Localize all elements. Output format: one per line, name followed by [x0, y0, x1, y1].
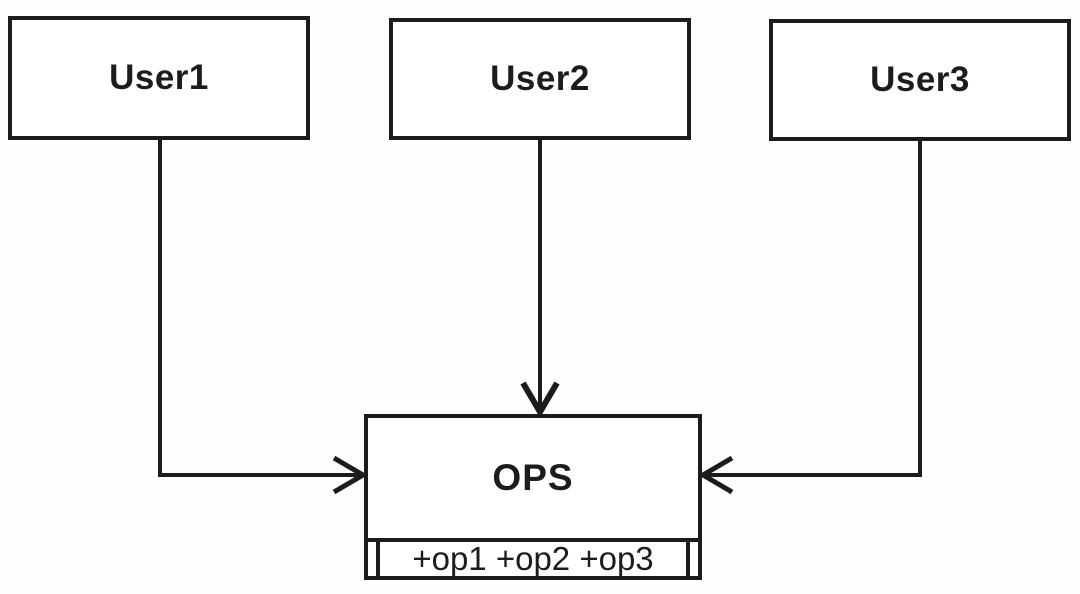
connector-user1-ops: [158, 138, 368, 495]
user1-node: User1: [8, 16, 310, 140]
user3-node: User3: [769, 19, 1071, 141]
arrowhead-down-icon: [520, 381, 560, 418]
arrowhead-left-icon: [698, 455, 734, 495]
connector-user2-ops: [520, 138, 560, 418]
user1-label: User1: [109, 58, 209, 97]
ops-label: OPS: [492, 457, 574, 498]
user2-node: User2: [389, 18, 691, 140]
user3-label: User3: [870, 60, 970, 99]
user2-label: User2: [490, 59, 590, 98]
ops-operations-innerbox: +op1 +op2 +op3: [376, 542, 690, 576]
arrowhead-right-icon: [332, 455, 368, 495]
ops-node: OPS +op1 +op2 +op3: [364, 414, 702, 580]
connector-user3-ops: [698, 139, 922, 495]
ops-title-section: OPS: [368, 418, 698, 538]
ops-operations-label: +op1 +op2 +op3: [412, 542, 654, 576]
ops-operations-compartment: +op1 +op2 +op3: [368, 538, 698, 576]
